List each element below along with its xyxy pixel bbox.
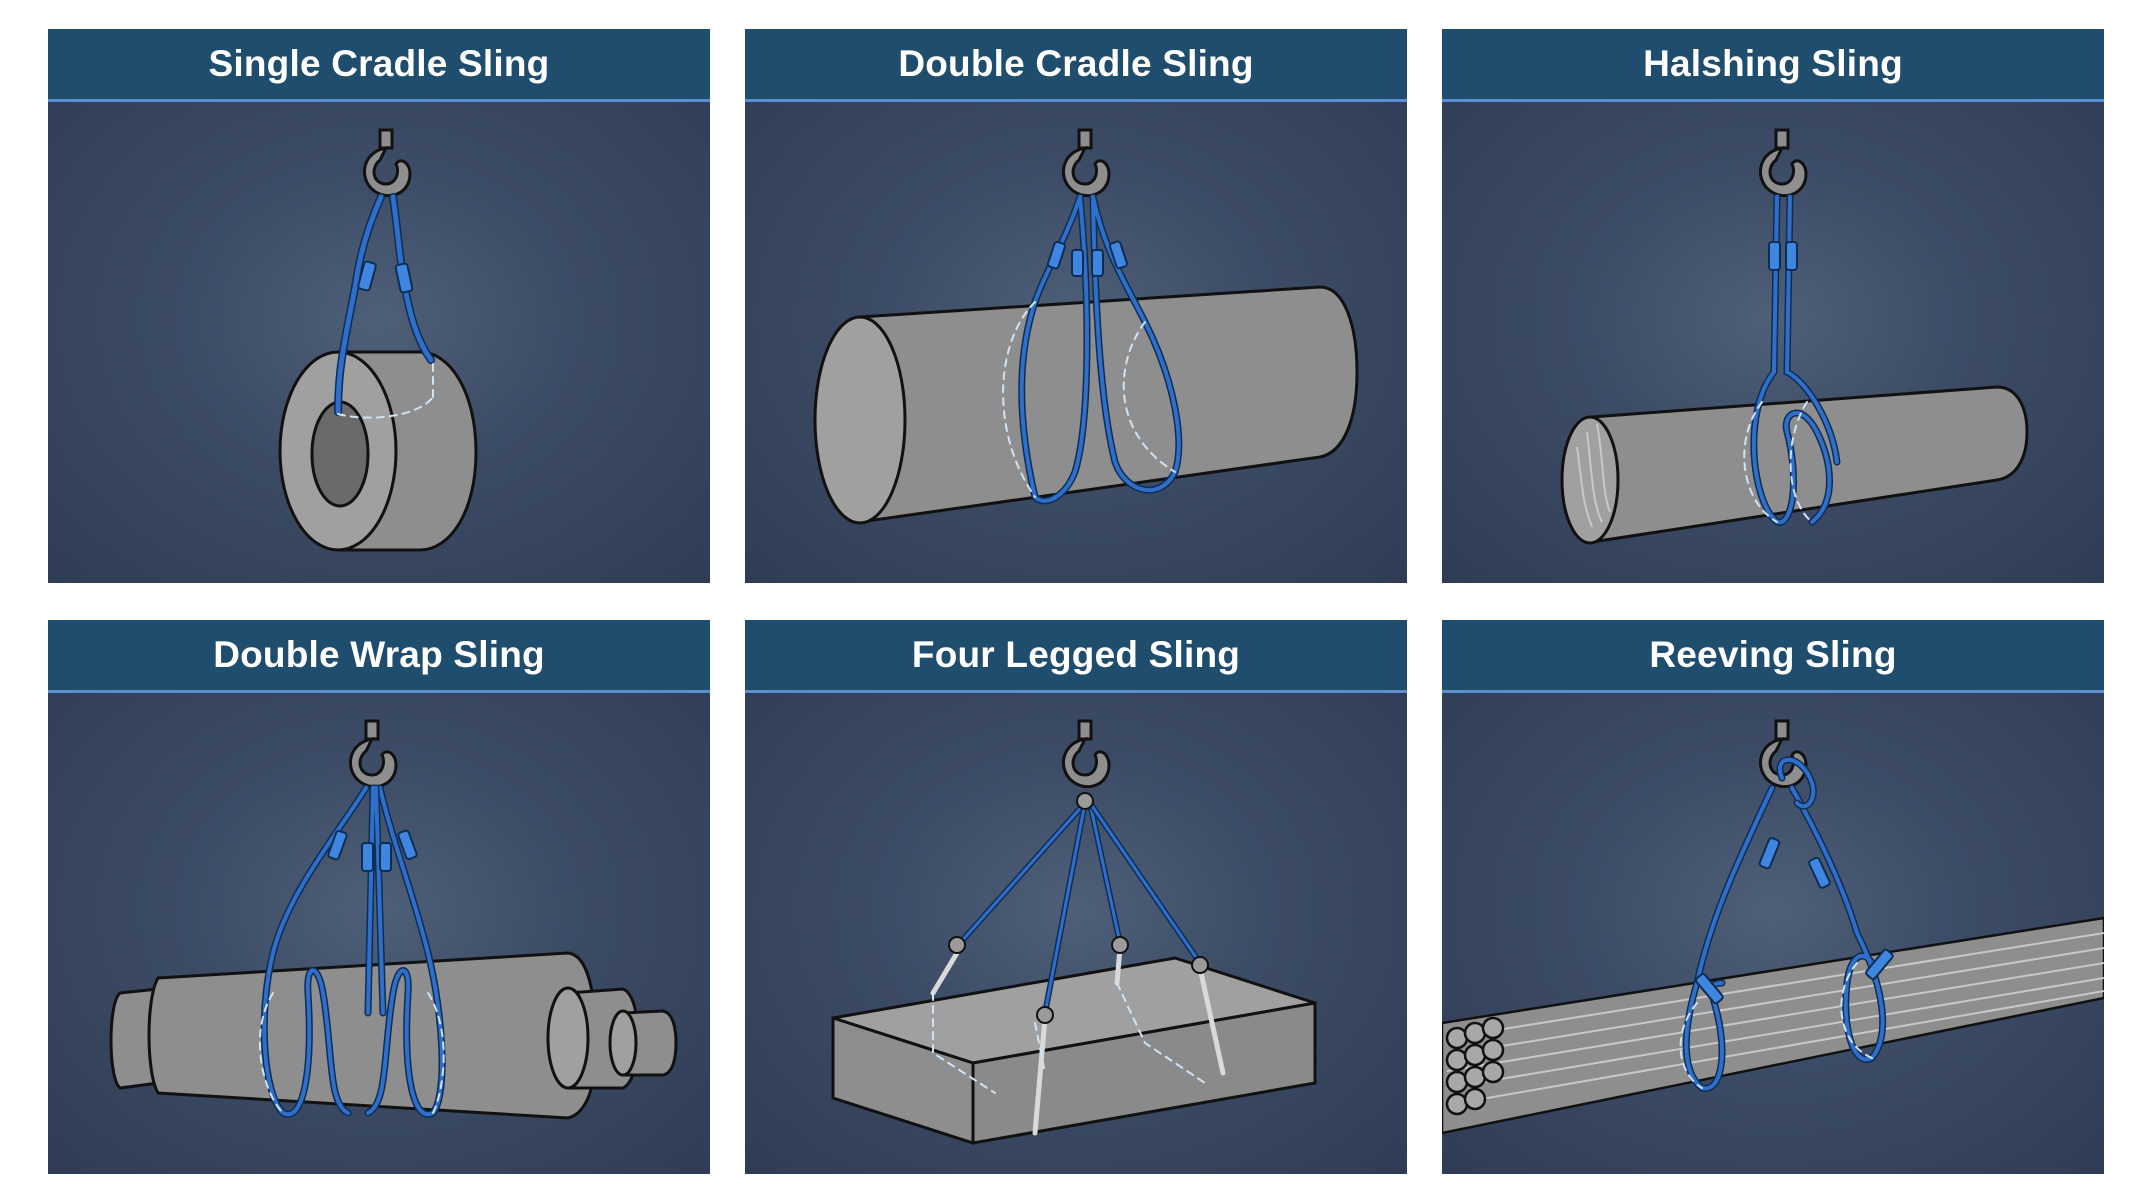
sling-ferrule [1695,837,1894,1005]
bar-bundle-load [1442,916,2104,1135]
panel-illustration [1442,102,2104,583]
sling-rope [1679,756,1887,1092]
panel-header: Double Cradle Sling [745,29,1407,102]
panel-title: Reeving Sling [1649,634,1897,675]
sling-ferrule [357,260,414,294]
panel-illustration [48,102,710,583]
slab-load [831,956,1317,1146]
sling-hook-icon [948,792,1209,1024]
panel-single-cradle-sling: Single Cradle Sling [48,29,710,583]
sling-rope [1002,193,1183,505]
sling-rope [259,784,446,1118]
panel-header: Double Wrap Sling [48,620,710,693]
sling-rope [1743,193,1841,526]
panel-header: Halshing Sling [1442,29,2104,102]
panel-double-wrap-sling: Double Wrap Sling [48,620,710,1174]
crane-hook-icon [1759,719,1808,788]
panel-header: Reeving Sling [1442,620,2104,693]
crane-hook-icon [1062,719,1111,788]
reeving-illustration [1442,719,2104,1135]
panel-title: Four Legged Sling [911,634,1241,675]
sling-ferrule [1768,241,1798,271]
four-legged-illustration [831,719,1317,1146]
sling-ferrule [1047,240,1128,277]
panel-illustration [745,693,1407,1174]
panel-header: Single Cradle Sling [48,29,710,102]
crane-hook-icon [363,128,412,197]
halshing-illustration [1560,128,2029,545]
crane-hook-icon [1062,128,1111,197]
panel-illustration [745,102,1407,583]
cylinder-load [813,285,1359,525]
double-wrap-illustration [109,719,678,1120]
sling-legs [930,800,1226,1136]
sling-ferrule [327,829,418,872]
shaft-load [109,951,678,1120]
single-cradle-illustration [278,128,478,552]
panel-illustration [1442,693,2104,1174]
crane-hook-icon [1759,128,1808,197]
coil-load [278,350,478,552]
panel-illustration [48,693,710,1174]
double-cradle-illustration [813,128,1359,525]
panel-title: Single Cradle Sling [208,43,550,84]
panel-title: Halshing Sling [1643,43,1903,84]
panel-title: Double Cradle Sling [898,43,1254,84]
panel-header: Four Legged Sling [745,620,1407,693]
pipe-load [1560,385,2029,545]
panel-double-cradle-sling: Double Cradle Sling [745,29,1407,583]
panel-title: Double Wrap Sling [213,634,545,675]
panel-reeving-sling: Reeving Sling [1442,620,2104,1174]
panel-four-legged-sling: Four Legged Sling [745,620,1407,1174]
crane-hook-icon [349,719,398,788]
panel-halshing-sling: Halshing Sling [1442,29,2104,583]
